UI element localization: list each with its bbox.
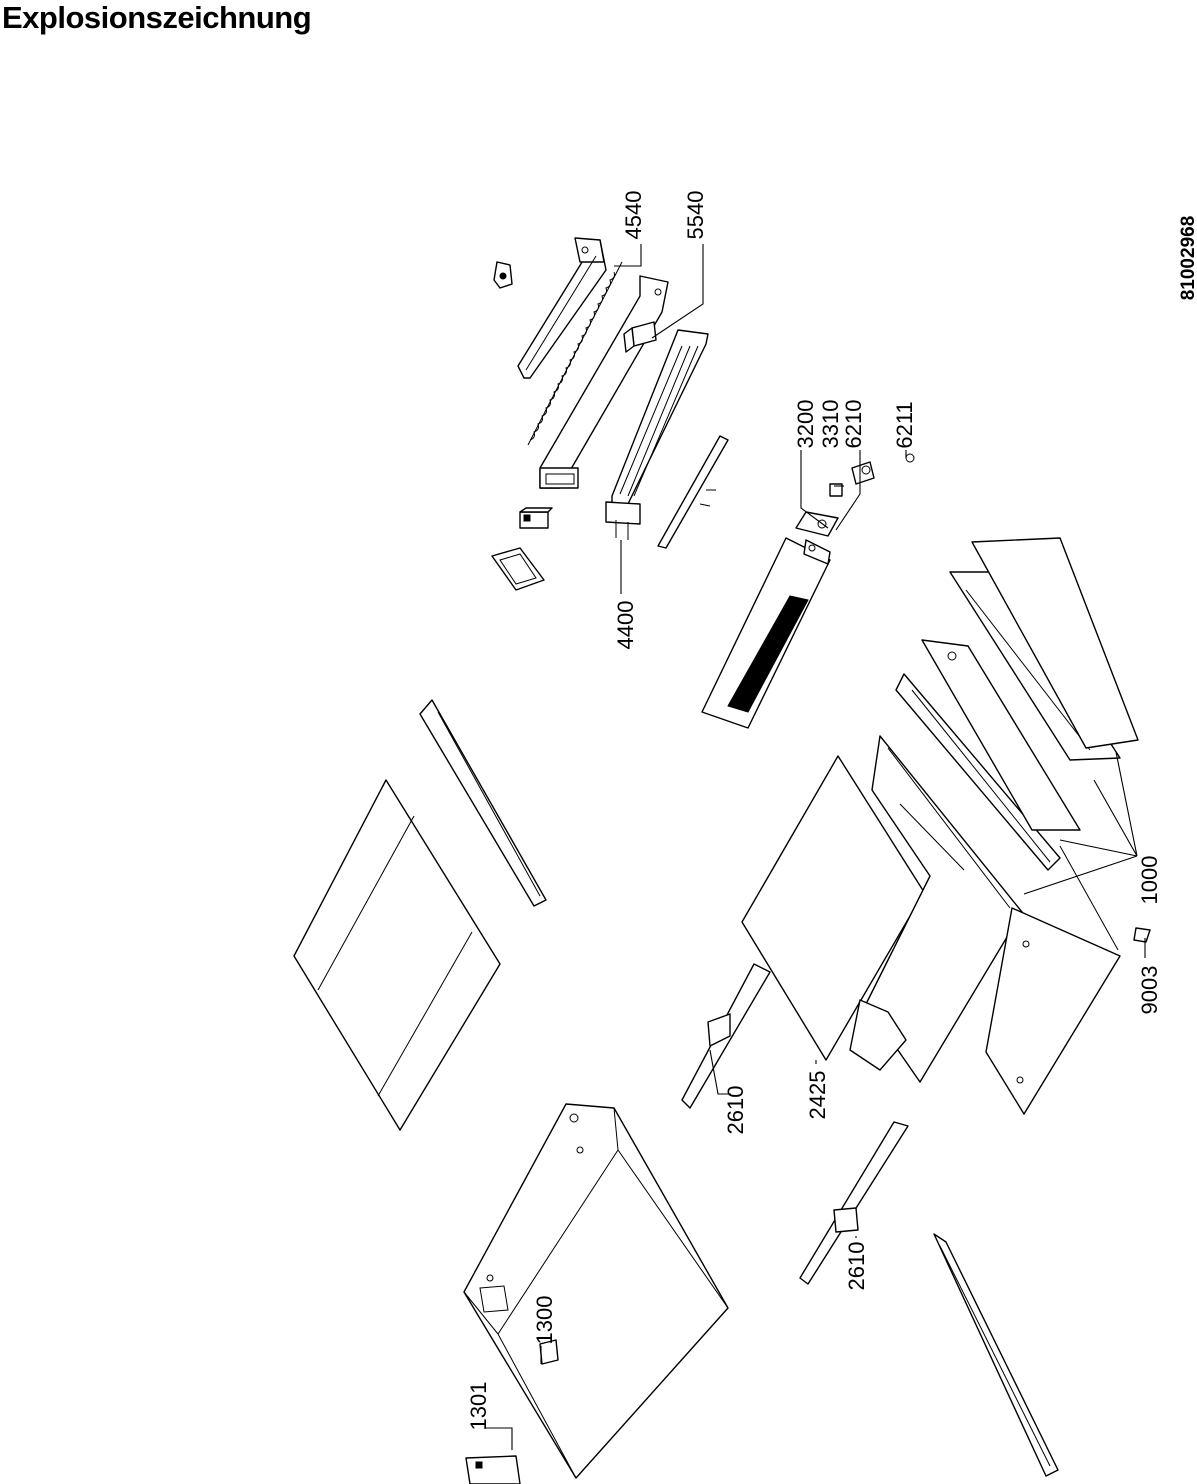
label-6211: 6211 <box>892 401 917 448</box>
heating-coil <box>527 261 623 446</box>
document-number: 81002968 <box>1178 216 1197 301</box>
thermostat <box>851 461 875 485</box>
drawer-bracket <box>849 999 907 1071</box>
drawer-slide-lower <box>799 1121 909 1285</box>
latch-part <box>1133 927 1151 943</box>
label-2610-lower: 2610 <box>844 1242 869 1291</box>
side-rail-bottom <box>933 1233 1059 1477</box>
heater-bracket-top <box>517 237 607 379</box>
leader-lines <box>485 244 1146 1450</box>
label-3310: 3310 <box>818 400 843 449</box>
small-knob <box>905 453 915 463</box>
switch-knob <box>829 483 843 497</box>
label-4400: 4400 <box>613 601 638 650</box>
blower-fan <box>605 329 709 540</box>
drawer-bottom-tray <box>985 845 1121 1115</box>
outer-housing <box>463 1103 729 1479</box>
drawer-inner-panel <box>895 673 1061 871</box>
side-rail-top <box>419 699 547 907</box>
top-cover-panel <box>293 779 501 1131</box>
label-9003: 9003 <box>1137 966 1162 1015</box>
label-2610-upper: 2610 <box>723 1086 748 1135</box>
foot-bracket <box>465 1455 521 1484</box>
label-6210: 6210 <box>841 400 866 449</box>
label-1300: 1300 <box>532 1296 557 1345</box>
control-panel-front <box>701 537 831 729</box>
label-4540: 4540 <box>621 191 646 240</box>
page-title: Explosionszeichnung <box>2 0 312 35</box>
glass-panel <box>741 755 925 1061</box>
drawer-back-panel <box>921 639 1081 831</box>
small-switch-box <box>519 507 553 529</box>
drawer-slide-upper <box>681 963 771 1109</box>
label-2425: 2425 <box>805 1071 830 1120</box>
mounting-plate <box>491 547 545 591</box>
label-1000: 1000 <box>1137 856 1162 905</box>
junction-box <box>623 321 657 353</box>
fan-support-rail <box>657 435 729 549</box>
label-5540: 5540 <box>683 191 708 240</box>
drawer-face <box>971 537 1139 749</box>
label-1301: 1301 <box>466 1382 491 1431</box>
label-3200: 3200 <box>793 400 818 449</box>
control-plate <box>795 511 839 537</box>
small-clip-part <box>493 261 513 289</box>
